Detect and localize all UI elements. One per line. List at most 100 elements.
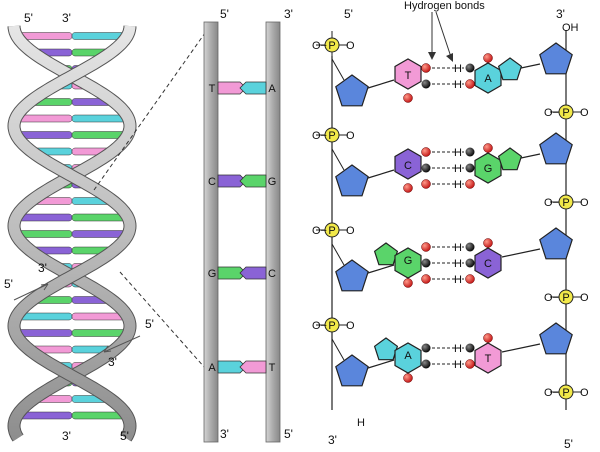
chem-top-right-label: 3' bbox=[556, 7, 565, 21]
direction-arrow-up-icon bbox=[13, 283, 49, 301]
hbond-pointer-line bbox=[435, 11, 453, 61]
phosphorus-atom bbox=[558, 384, 574, 400]
chem-bottom-left-label: 3' bbox=[328, 433, 337, 447]
ladder-top-left-label: 5' bbox=[220, 7, 229, 21]
helix-side-right-3-label: 3' bbox=[108, 355, 117, 369]
chem-top-left-label: 5' bbox=[344, 7, 353, 21]
deoxyribose-sugar-left bbox=[335, 354, 369, 387]
phosphorus-atom bbox=[324, 37, 340, 53]
chem-bottom-h-label: H bbox=[357, 417, 365, 429]
helix-side-left-5-label: 5' bbox=[4, 277, 13, 291]
oxygen-atom bbox=[421, 147, 431, 157]
deoxyribose-sugar-right bbox=[539, 132, 573, 165]
ladder-base-left-label: T bbox=[209, 83, 216, 95]
svg-text:O−: O− bbox=[312, 40, 327, 52]
chem-bottom-right-label: 5' bbox=[564, 437, 573, 451]
deoxyribose-sugar-right bbox=[539, 322, 573, 355]
ladder-base-right-label: C bbox=[268, 268, 276, 280]
svg-text:H: H bbox=[454, 147, 462, 159]
purine-pentagon-left bbox=[373, 242, 399, 266]
svg-text:P: P bbox=[562, 107, 569, 119]
deoxyribose-sugar-left bbox=[335, 259, 369, 292]
base-ring-right bbox=[474, 342, 502, 374]
phosphorus-atom bbox=[324, 317, 340, 333]
svg-text:O−: O− bbox=[544, 107, 559, 119]
svg-text:H: H bbox=[454, 242, 462, 254]
deoxyribose-sugar-left bbox=[335, 74, 369, 107]
phosphorus-atom bbox=[558, 194, 574, 210]
hydrogen-bond: H bbox=[421, 274, 475, 286]
svg-text:O: O bbox=[580, 292, 589, 304]
oxygen-atom bbox=[465, 179, 475, 189]
ladder-base-left-label: C bbox=[208, 176, 216, 188]
helix-back-strand bbox=[7, 25, 137, 442]
chem-base-left-label: T bbox=[405, 70, 412, 82]
phosphate-group: PO−O bbox=[312, 216, 355, 244]
svg-text:O−: O− bbox=[544, 197, 559, 209]
chem-base-left-label: A bbox=[404, 350, 412, 362]
svg-text:O: O bbox=[346, 130, 355, 142]
svg-text:H: H bbox=[454, 274, 462, 286]
nitrogen-atom bbox=[465, 258, 475, 268]
base-ring-left bbox=[394, 342, 422, 374]
nitrogen-atom bbox=[421, 258, 431, 268]
ladder-base-right-label: G bbox=[268, 176, 277, 188]
oxygen-atom bbox=[421, 242, 431, 252]
direction-arrow-down-icon bbox=[103, 335, 141, 353]
chem-base-left-label: G bbox=[404, 255, 413, 267]
oxygen-atom bbox=[403, 183, 413, 193]
arrowhead-icon bbox=[446, 53, 453, 62]
arrowhead-icon bbox=[40, 283, 49, 291]
svg-text:H: H bbox=[454, 63, 462, 75]
phosphate-group: PO−O bbox=[312, 31, 355, 59]
ladder-base-left-label: A bbox=[208, 362, 216, 374]
oxygen-atom bbox=[403, 93, 413, 103]
hydrogen-bond: H bbox=[421, 179, 475, 191]
hydrogen-bond: H bbox=[421, 163, 475, 175]
purine-pentagon-right bbox=[497, 147, 523, 171]
hydrogen-bonds-label: Hydrogen bonds bbox=[404, 0, 485, 12]
phosphate-group: PO−O bbox=[312, 121, 355, 149]
ladder-left-strand bbox=[203, 21, 219, 443]
ladder-base-right bbox=[239, 266, 267, 280]
phosphorus-atom bbox=[324, 222, 340, 238]
ladder-base-right-label: T bbox=[269, 362, 276, 374]
ladder-base-right bbox=[239, 81, 267, 95]
oxygen-atom bbox=[465, 359, 475, 369]
oxygen-atom bbox=[403, 373, 413, 383]
svg-text:H: H bbox=[454, 343, 462, 355]
base-ring-left bbox=[394, 148, 422, 180]
svg-text:P: P bbox=[328, 320, 335, 332]
nitrogen-atom bbox=[465, 63, 475, 73]
base-ring-left bbox=[394, 247, 422, 279]
svg-text:P: P bbox=[328, 40, 335, 52]
ladder-base-right-label: A bbox=[268, 83, 276, 95]
base-ring-right bbox=[474, 247, 502, 279]
nitrogen-atom bbox=[465, 163, 475, 173]
svg-text:H: H bbox=[454, 179, 462, 191]
svg-text:P: P bbox=[562, 387, 569, 399]
double-helix-panel bbox=[7, 25, 137, 442]
svg-text:O: O bbox=[580, 107, 589, 119]
nitrogen-atom bbox=[465, 343, 475, 353]
hydrogen-bond: H bbox=[421, 359, 475, 371]
nitrogen-atom bbox=[421, 343, 431, 353]
svg-text:P: P bbox=[562, 292, 569, 304]
oxygen-atom bbox=[421, 63, 431, 73]
oxygen-atom bbox=[483, 333, 493, 343]
nitrogen-atom bbox=[421, 163, 431, 173]
ladder-bottom-right-label: 5' bbox=[284, 427, 293, 441]
oxygen-atom bbox=[465, 274, 475, 284]
hydrogen-bond: H bbox=[421, 242, 475, 254]
helix-top-right-label: 3' bbox=[62, 11, 71, 25]
phosphorus-atom bbox=[558, 104, 574, 120]
